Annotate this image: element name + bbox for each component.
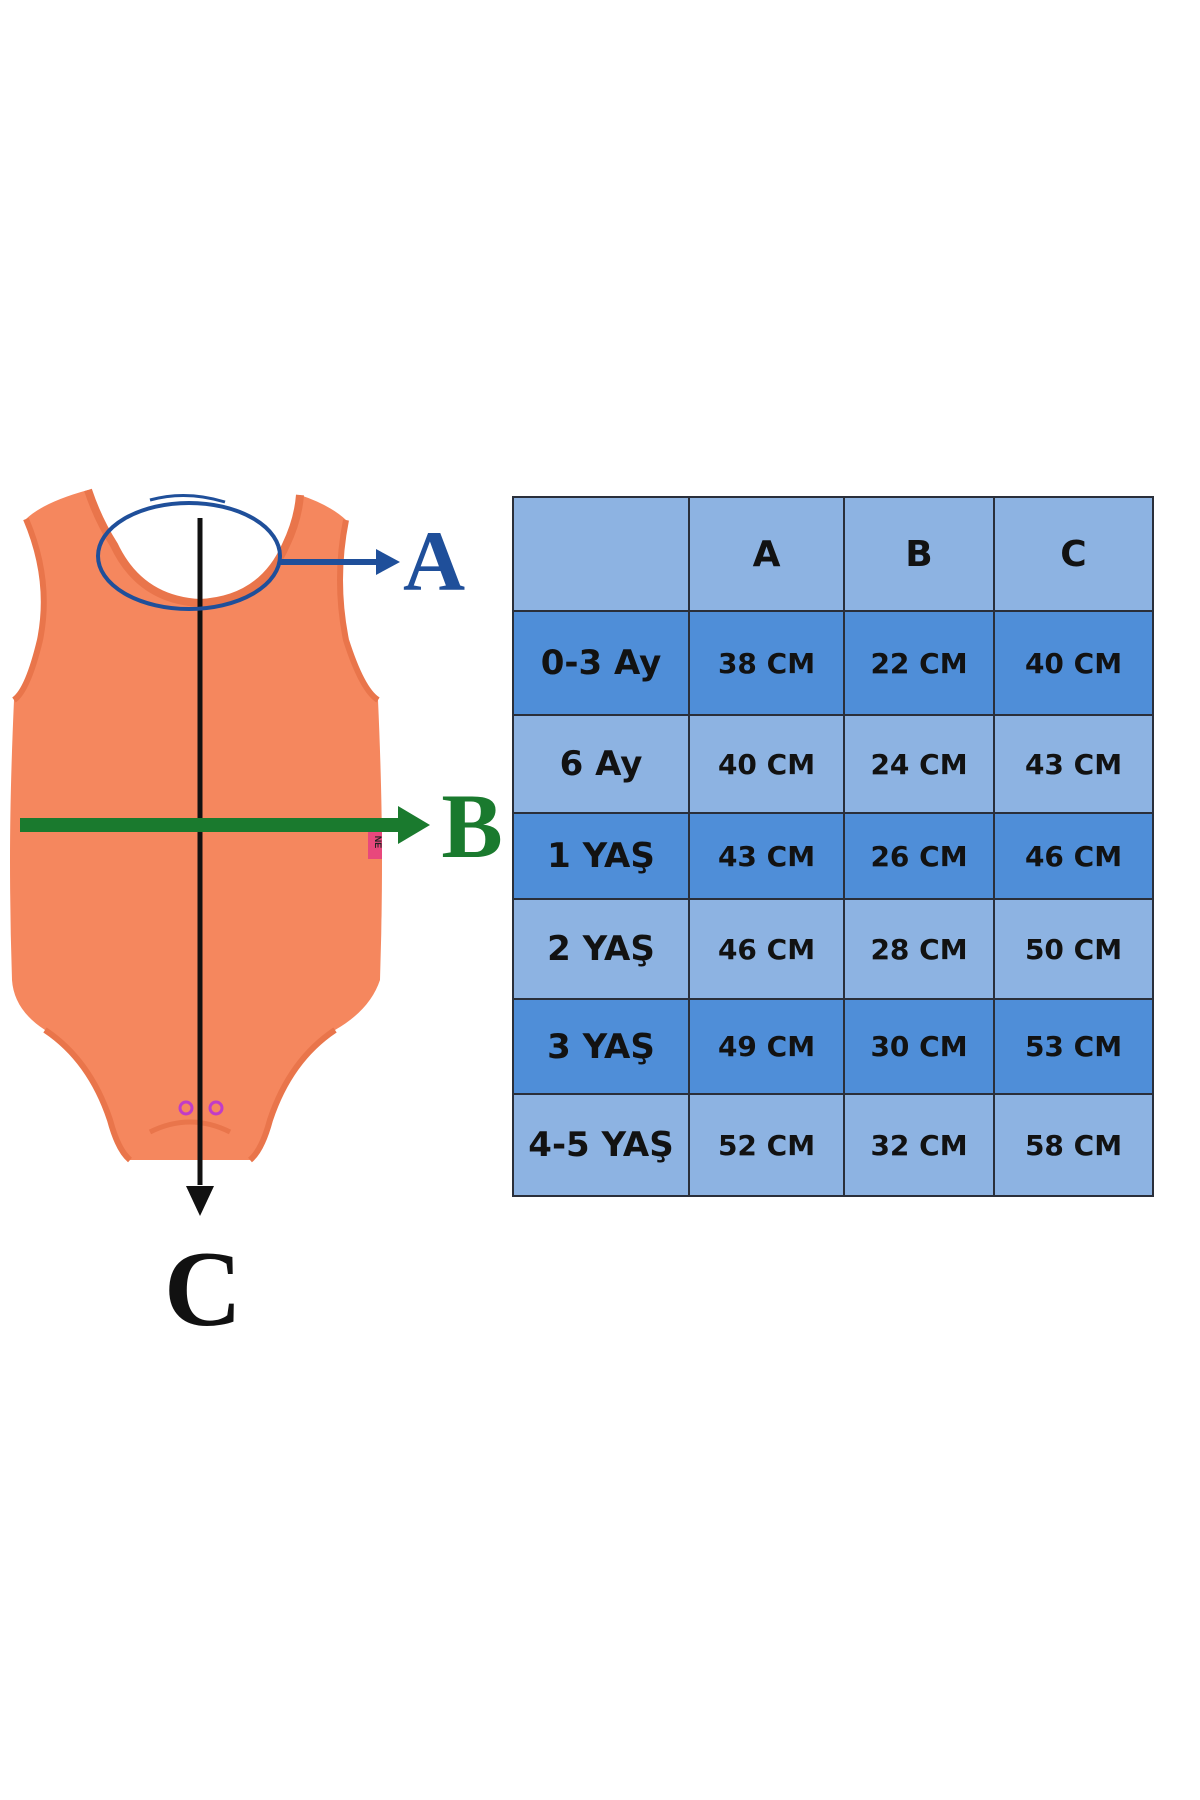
measure-b-cell: 30 CM	[843, 998, 995, 1095]
measure-a-neck-ellipse	[96, 501, 282, 611]
measure-a-cell: 43 CM	[688, 812, 845, 900]
measure-a-cell: 38 CM	[688, 610, 845, 716]
measure-b-arrowhead	[398, 806, 430, 844]
side-label-tag-text: NE	[373, 836, 383, 849]
measure-a-arrowhead	[376, 549, 400, 575]
header-b-cell: B	[843, 496, 995, 612]
measure-c-cell: 58 CM	[993, 1093, 1154, 1197]
leg-trim-left	[43, 1027, 133, 1163]
measure-a-cell: 49 CM	[688, 998, 845, 1095]
right-armhole-trim	[337, 519, 380, 703]
leg-trim-right	[247, 1027, 337, 1163]
measure-b-cell: 32 CM	[843, 1093, 995, 1197]
measure-c-cell: 40 CM	[993, 610, 1154, 716]
size-cell: 1 YAŞ	[512, 812, 690, 900]
measure-c-cell: 43 CM	[993, 714, 1154, 814]
measure-a-cell: 46 CM	[688, 898, 845, 1000]
snap-button-right	[208, 1100, 224, 1116]
table-header-row: A B C	[512, 496, 1154, 612]
measure-b-cell: 24 CM	[843, 714, 995, 814]
size-cell: 3 YAŞ	[512, 998, 690, 1095]
measure-a-cell: 52 CM	[688, 1093, 845, 1197]
measure-a-cell: 40 CM	[688, 714, 845, 814]
crotch-trim	[148, 1119, 232, 1135]
size-cell: 6 Ay	[512, 714, 690, 814]
header-size-cell	[512, 496, 690, 612]
measure-a-letter: A	[403, 513, 465, 609]
size-cell: 0-3 Ay	[512, 610, 690, 716]
measure-b-cell: 26 CM	[843, 812, 995, 900]
measure-b-letter: B	[441, 775, 502, 877]
measure-c-cell: 46 CM	[993, 812, 1154, 900]
measure-c-letter: C	[164, 1230, 242, 1349]
header-a-cell: A	[688, 496, 845, 612]
measure-b-cell: 22 CM	[843, 610, 995, 716]
side-label-tag	[368, 825, 382, 859]
header-c-cell: C	[993, 496, 1154, 612]
size-cell: 4-5 YAŞ	[512, 1093, 690, 1197]
measure-a-ellipse-tail	[149, 493, 226, 504]
measure-c-arrowhead	[186, 1186, 214, 1216]
left-armhole-trim	[12, 517, 47, 703]
measure-c-cell: 50 CM	[993, 898, 1154, 1000]
size-cell: 2 YAŞ	[512, 898, 690, 1000]
snap-button-left	[178, 1100, 194, 1116]
measure-c-cell: 53 CM	[993, 998, 1154, 1095]
measure-b-cell: 28 CM	[843, 898, 995, 1000]
